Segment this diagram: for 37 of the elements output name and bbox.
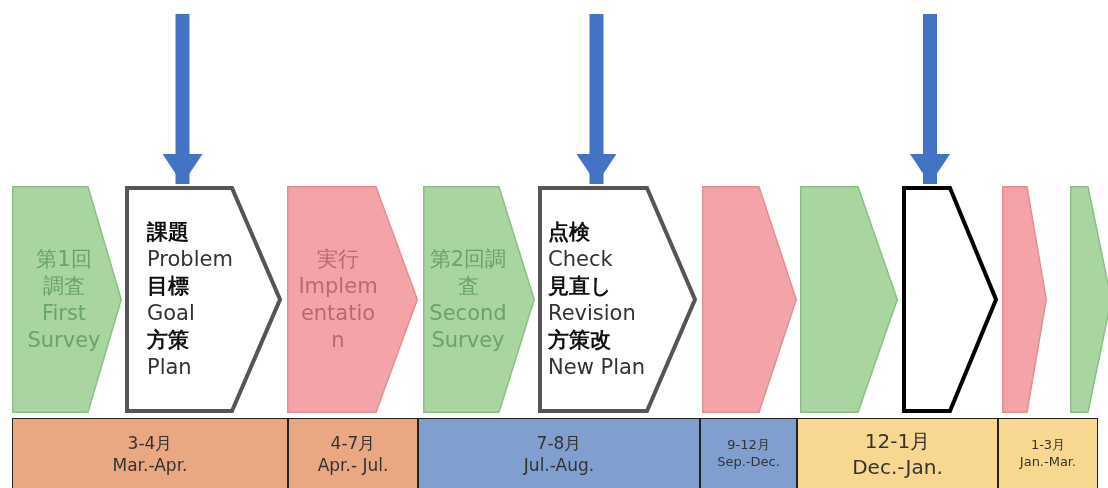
step-title: 方策改 [548,326,612,354]
arrow [162,14,203,184]
chevron-shape [125,186,282,413]
step-title: 点検 [548,218,591,246]
chevron-shape [800,186,898,413]
chevron-shape [1002,186,1047,413]
step-subtitle: Plan [147,353,193,381]
period-cell: 4-7月 Apr.- Jul. [288,418,418,488]
chevron-shape [423,186,535,413]
step-title: 実行 [316,245,360,273]
chevron-shape [287,186,418,413]
step-title: 課題 [147,218,190,246]
period-cell: 3-4月 Mar.-Apr. [12,418,288,488]
step-subtitle: New Plan [548,353,647,381]
period-cell: 1-3月 Jan.-Mar. [998,418,1098,488]
period-cell: 12-1月 Dec.-Jan. [797,418,998,488]
step-title: 見直し [548,272,613,300]
chevron-shape [1070,186,1108,413]
chevron-shape [902,186,998,413]
step-subtitle: Revision [548,299,637,327]
period-cell: 9-12月 Sep.-Dec. [700,418,797,488]
arrow [576,14,617,184]
chevron-shape [538,186,697,413]
step-subtitle: Check [548,245,614,273]
step-subtitle: Problem [147,245,234,273]
period-cell: 7-8月 Jul.-Aug. [418,418,700,488]
step-title: 第2回調査 [428,245,508,300]
step-title: 目標 [147,272,190,300]
chevron-shape [12,186,122,413]
step-subtitle: First Survey [26,299,102,354]
step-title: 方策 [147,326,190,354]
chevron-shape [702,186,797,413]
step-title: 第1回調査 [35,245,93,300]
arrow [910,14,950,184]
step-subtitle: Implementation [297,272,379,354]
step-subtitle: Second Survey [428,299,508,354]
step-subtitle: Goal [147,299,196,327]
